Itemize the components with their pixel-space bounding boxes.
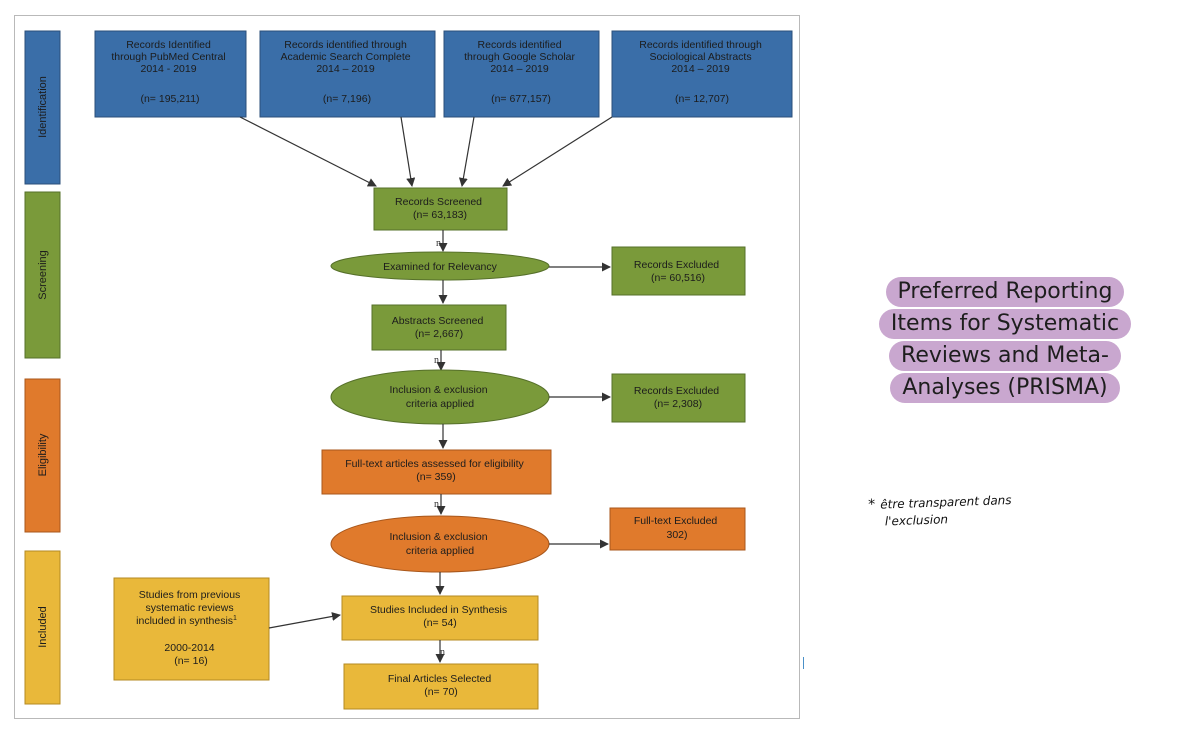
svg-text:Final Articles Selected: Final Articles Selected (n= 70) bbox=[388, 673, 494, 698]
abstracts-screened-box: Abstracts Screened (n= 2,667) bbox=[371, 304, 507, 351]
examined-relevancy-ellipse: Examined for Relevancy bbox=[330, 251, 550, 281]
phase-label: Screening bbox=[37, 250, 49, 300]
prisma-flow-diagram: Identification Screening Eligibility Inc… bbox=[24, 30, 793, 710]
svg-text:Full-text articles assessed fo: Full-text articles assessed for eligibil… bbox=[345, 458, 526, 483]
source-pubmed: Records Identified through PubMed Centra… bbox=[94, 30, 247, 118]
phase-label: Identification bbox=[37, 76, 49, 138]
cursor-mark bbox=[803, 657, 804, 669]
included-synthesis-box: Studies Included in Synthesis (n= 54) bbox=[341, 595, 539, 641]
prisma-title-line: Items for Systematic bbox=[878, 309, 1132, 339]
svg-text:Abstracts Screened (n= 2: Abstracts Screened (n= 2,667) bbox=[392, 315, 487, 340]
phase-identification: Identification bbox=[24, 30, 61, 185]
records-screened-box: Records Screened (n= 63,183) bbox=[373, 187, 508, 231]
prisma-title-line: Preferred Reporting bbox=[885, 277, 1125, 307]
arrow bbox=[268, 612, 341, 629]
svg-text:Inclusion & exclusion cr: Inclusion & exclusion criteria applied bbox=[390, 531, 491, 557]
arrow bbox=[239, 116, 377, 187]
arrow bbox=[502, 116, 613, 187]
asterisk-icon: * bbox=[868, 496, 876, 513]
criteria-applied-ellipse-2: Inclusion & exclusion criteria applied bbox=[330, 515, 550, 573]
svg-text:Records identified throu: Records identified through Google Schola… bbox=[464, 39, 578, 105]
svg-text:Examined for Relevancy: Examined for Relevancy bbox=[383, 261, 498, 273]
svg-text:Records Screened (n= 63,: Records Screened (n= 63,183) bbox=[395, 196, 485, 221]
records-excluded-box: Records Excluded (n= 2,308) bbox=[611, 373, 746, 423]
svg-text:Records identified through: Records identified through Academic Sear… bbox=[280, 39, 413, 105]
svg-text:Studies Included in Synthesis: Studies Included in Synthesis (n= 54) bbox=[370, 604, 510, 629]
phase-included: Included bbox=[24, 550, 61, 705]
prisma-title: Preferred Reporting Items for Systematic… bbox=[850, 277, 1160, 405]
arrow-label: n bbox=[434, 499, 439, 510]
handwritten-note: *être transparent dans l'exclusion bbox=[868, 492, 1012, 531]
records-excluded-box: Records Excluded (n= 60,516) bbox=[611, 246, 746, 296]
criteria-applied-ellipse-1: Inclusion & exclusion criteria applied bbox=[330, 369, 550, 425]
arrow bbox=[458, 116, 475, 187]
phase-eligibility: Eligibility bbox=[24, 378, 61, 533]
source-academic-search: Records identified through Academic Sear… bbox=[259, 30, 436, 118]
arrow-label: n bbox=[434, 355, 439, 366]
svg-text:Inclusion & exclusion cr: Inclusion & exclusion criteria applied bbox=[390, 384, 491, 410]
fulltext-assessed-box: Full-text articles assessed for eligibil… bbox=[321, 449, 552, 495]
svg-text:Records identified through: Records identified through Sociological … bbox=[639, 39, 765, 105]
fulltext-excluded-box: Full-text Excluded 302) bbox=[609, 507, 746, 551]
arrow bbox=[400, 116, 416, 187]
phase-label: Included bbox=[37, 606, 49, 648]
phase-label: Eligibility bbox=[37, 433, 49, 476]
note-line: l'exclusion bbox=[884, 512, 949, 529]
svg-text:Records Excluded (n= 2,3: Records Excluded (n= 2,308) bbox=[634, 385, 722, 410]
svg-text:Records Identified throu: Records Identified through PubMed Centra… bbox=[111, 39, 228, 105]
arrow-label: n bbox=[436, 238, 441, 249]
prisma-title-line: Analyses (PRISMA) bbox=[890, 373, 1120, 403]
arrow-label: n bbox=[440, 647, 445, 658]
final-selected-box: Final Articles Selected (n= 70) bbox=[343, 663, 539, 710]
prisma-title-line: Reviews and Meta- bbox=[889, 341, 1121, 371]
svg-text:Records Excluded (n= 60,: Records Excluded (n= 60,516) bbox=[634, 259, 722, 284]
previous-reviews-box: Studies from previous systematic reviews… bbox=[113, 577, 270, 681]
phase-screening: Screening bbox=[24, 191, 61, 359]
svg-text:Full-text Excluded 302): Full-text Excluded 302) bbox=[634, 515, 720, 541]
note-line: être transparent dans bbox=[880, 492, 1012, 512]
source-google-scholar: Records identified through Google Schola… bbox=[443, 30, 600, 118]
source-sociological-abstracts: Records identified through Sociological … bbox=[611, 30, 793, 118]
svg-text:Studies from previous sy: Studies from previous systematic reviews… bbox=[136, 589, 243, 667]
